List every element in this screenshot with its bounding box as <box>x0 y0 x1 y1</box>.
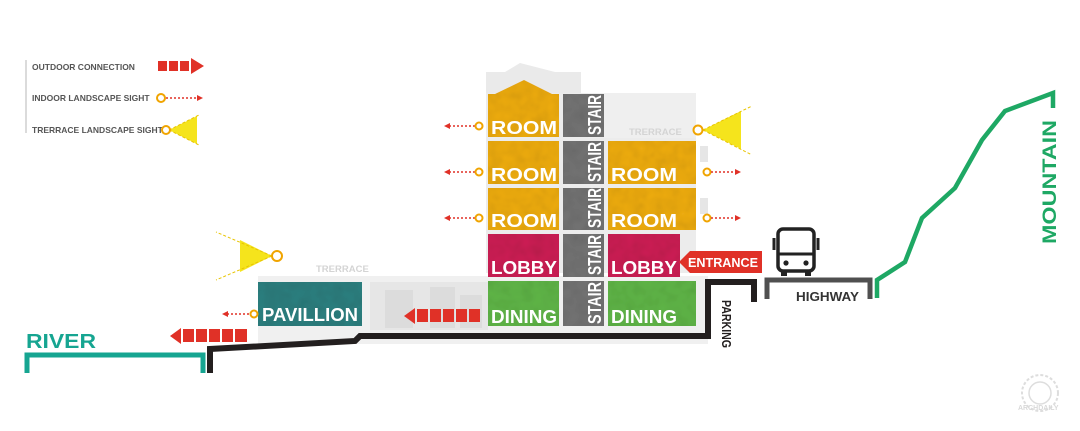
room-blocks <box>258 80 696 326</box>
stair-block-1 <box>563 94 604 137</box>
dining-label-left: DINING <box>491 307 557 327</box>
ground-line <box>207 279 757 373</box>
river-label: RIVER <box>26 331 97 353</box>
pavillion-block <box>258 282 362 326</box>
outdoor-connection-dining <box>404 308 480 324</box>
entrance-arrow: ENTRANCE <box>679 251 762 273</box>
dining-block-right <box>608 281 696 326</box>
indoor-sight-left-3 <box>444 213 484 223</box>
room-label-right-1: ROOM <box>611 165 677 185</box>
stair-block-3 <box>563 188 604 230</box>
room-label-left-3: ROOM <box>491 211 557 231</box>
room-label-left-1: ROOM <box>491 118 557 138</box>
sight-cone-icon <box>161 114 200 146</box>
lobby-label-right: LOBBY <box>611 258 677 278</box>
bus-icon <box>772 227 820 276</box>
mountain-line <box>874 89 1056 298</box>
stair-label-3: STAIR <box>585 188 605 228</box>
legend-label-indoor: INDOOR LANDSCAPE SIGHT <box>32 93 150 103</box>
indoor-sight-right-1 <box>702 167 741 177</box>
dining-block-left <box>488 281 559 326</box>
dining-label-right: DINING <box>611 307 677 327</box>
stair-label-5: STAIR <box>585 282 605 324</box>
room-block-left-1 <box>488 80 559 137</box>
dotted-arrow-circle-icon <box>156 93 203 103</box>
terrace-sight-upper <box>692 105 753 156</box>
lower-terrace-label: TRERRACE <box>316 264 369 275</box>
indoor-sight-arrows <box>222 121 741 319</box>
outdoor-connection-river <box>170 328 247 344</box>
highway-line <box>764 277 873 299</box>
pavillion-label: PAVILLION <box>262 305 358 325</box>
room-block-left-2 <box>488 141 559 184</box>
terrace-sight-lower <box>215 231 283 281</box>
stair-label-2: STAIR <box>585 142 605 182</box>
indoor-sight-pavillion <box>222 309 259 319</box>
lobby-block-left <box>488 234 559 277</box>
stair-label-4: STAIR <box>585 235 605 275</box>
indoor-sight-left-2 <box>444 167 484 177</box>
legend-label-terrace: TRERRACE LANDSCAPE SIGHT <box>32 125 164 135</box>
room-label-right-2: ROOM <box>611 211 677 231</box>
upper-terrace-label: TRERRACE <box>629 127 682 138</box>
legend-label-outdoor: OUTDOOR CONNECTION <box>32 62 135 72</box>
stair-block-5 <box>563 281 604 326</box>
parking-label: PARKING <box>719 300 734 348</box>
highway-label: HIGHWAY <box>796 290 860 304</box>
stair-label-1: STAIR <box>585 95 605 135</box>
room-label-left-2: ROOM <box>491 165 557 185</box>
red-block-arrow-icon <box>158 58 204 74</box>
room-block-right-2 <box>608 188 696 230</box>
room-block-right-1 <box>608 141 696 184</box>
stair-block-4 <box>563 234 604 277</box>
indoor-sight-right-2 <box>702 213 741 223</box>
stair-block-2 <box>563 141 604 184</box>
indoor-sight-left-1 <box>444 121 484 131</box>
watermark-logo: ARCHDAILY <box>1018 374 1059 412</box>
watermark-text: ARCHDAILY <box>1018 405 1059 412</box>
mountain-label: MOUNTAIN <box>1040 120 1061 244</box>
room-block-left-3 <box>488 188 559 230</box>
lobby-label-left: LOBBY <box>491 258 557 278</box>
entrance-label: ENTRANCE <box>688 255 758 270</box>
lobby-block-right <box>608 234 680 277</box>
river-line <box>24 352 206 373</box>
room-labels: ROOM ROOM ROOM LOBBY DINING ROOM ROOM LO… <box>262 95 677 327</box>
legend: OUTDOOR CONNECTION INDOOR LANDSCAPE SIGH… <box>25 58 204 146</box>
